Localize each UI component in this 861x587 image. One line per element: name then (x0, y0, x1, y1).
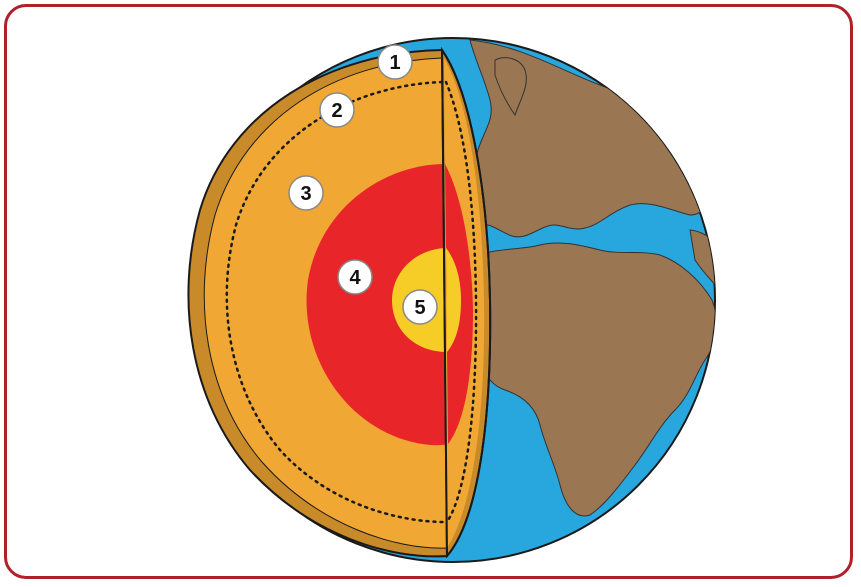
marker-5-label: 5 (414, 297, 425, 319)
marker-2: 2 (320, 93, 354, 127)
marker-1: 1 (378, 45, 412, 79)
marker-3: 3 (289, 176, 323, 210)
marker-5: 5 (403, 290, 437, 324)
marker-4-label: 4 (349, 267, 361, 289)
marker-2-label: 2 (331, 100, 342, 122)
marker-1-label: 1 (389, 52, 400, 74)
marker-3-label: 3 (300, 183, 311, 205)
marker-4: 4 (338, 260, 372, 294)
land-madagascar (670, 439, 691, 486)
